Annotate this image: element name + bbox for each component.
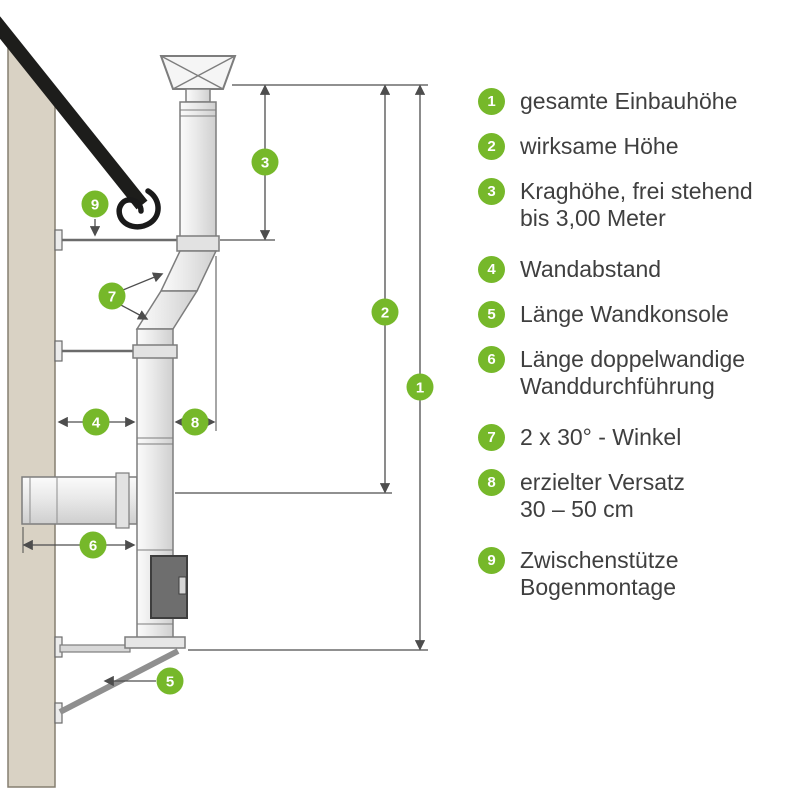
house-wall	[7, 43, 56, 788]
legend-item-2: 2 wirksame Höhe	[478, 133, 796, 160]
diagram-marker-4: 4	[82, 408, 110, 436]
intermediate-support-upper	[54, 229, 181, 251]
installation-diagram: 1 2 3 4 5 6 7 8	[0, 16, 434, 788]
diagram-marker-9: 9	[81, 190, 109, 218]
legend-badge-1: 1	[478, 88, 505, 115]
inspection-door	[150, 555, 188, 619]
legend-label-5: Länge Wandkonsole	[520, 301, 729, 327]
svg-text:1: 1	[416, 379, 424, 396]
pipe-collar-clamp	[176, 235, 220, 252]
diagram-marker-7: 7	[98, 282, 126, 310]
base-plate	[124, 636, 186, 649]
legend-badge-5: 5	[478, 301, 505, 328]
diagram-marker-6: 6	[79, 531, 107, 559]
cap-collar	[185, 88, 211, 103]
legend-badge-7: 7	[478, 424, 505, 451]
svg-text:6: 6	[89, 537, 97, 554]
legend-item-7: 7 2 x 30° - Winkel	[478, 424, 796, 451]
elbow-clamp	[132, 344, 178, 359]
svg-text:3: 3	[261, 154, 269, 171]
legend-item-6: 6 Länge doppelwandige Wanddurchführung	[478, 346, 796, 400]
diagram-marker-3: 3	[251, 148, 279, 176]
diagram-marker-1: 1	[406, 373, 434, 401]
legend-label-4: Wandabstand	[520, 256, 662, 282]
svg-text:4: 4	[92, 414, 101, 431]
legend-label-3: Kraghöhe, frei stehend bis 3,00 Meter	[520, 178, 753, 231]
svg-text:5: 5	[166, 673, 174, 690]
legend-item-1: 1 gesamte Einbauhöhe	[478, 88, 796, 115]
legend-label-2: wirksame Höhe	[520, 133, 679, 159]
pipe-upper	[179, 101, 217, 252]
legend-label-9: Zwischenstütze Bogenmontage	[520, 547, 679, 600]
wall-bracket-mid	[54, 340, 138, 362]
svg-text:7: 7	[108, 288, 116, 305]
legend-label-1: gesamte Einbauhöhe	[520, 88, 738, 114]
pointer-elbow-2	[118, 303, 149, 320]
svg-text:9: 9	[91, 196, 99, 213]
elbow-lower	[135, 290, 199, 330]
legend-badge-8: 8	[478, 469, 505, 496]
diagram-marker-8: 8	[181, 408, 209, 436]
diagram-marker-2: 2	[371, 298, 399, 326]
mounting-hook-icon	[116, 188, 161, 230]
dimension-lines	[22, 84, 428, 687]
legend-label-8: erzielter Versatz 30 – 50 cm	[520, 469, 685, 522]
diagram-marker-5: 5	[156, 667, 184, 695]
legend-badge-2: 2	[478, 133, 505, 160]
legend-badge-6: 6	[478, 346, 505, 373]
elbow-upper	[159, 250, 218, 292]
legend-badge-4: 4	[478, 256, 505, 283]
wall-feedthrough-pipe	[21, 472, 138, 529]
svg-text:8: 8	[191, 414, 199, 431]
legend-item-4: 4 Wandabstand	[478, 256, 796, 283]
legend-item-5: 5 Länge Wandkonsole	[478, 301, 796, 328]
legend-item-8: 8 erzielter Versatz 30 – 50 cm	[478, 469, 796, 523]
roof-edge	[0, 16, 148, 210]
pointer-elbow-1	[122, 272, 164, 291]
legend-badge-3: 3	[478, 178, 505, 205]
rain-cap	[159, 55, 237, 90]
legend: 1 gesamte Einbauhöhe 2 wirksame Höhe 3 K…	[478, 88, 796, 607]
legend-label-6: Länge doppelwandige Wanddurchführung	[520, 346, 746, 399]
chimney-pipe	[132, 55, 237, 639]
legend-badge-9: 9	[478, 547, 505, 574]
legend-label-7: 2 x 30° - Winkel	[520, 424, 682, 450]
legend-item-3: 3 Kraghöhe, frei stehend bis 3,00 Meter	[478, 178, 796, 232]
svg-text:2: 2	[381, 304, 389, 321]
legend-item-9: 9 Zwischenstütze Bogenmontage	[478, 547, 796, 601]
